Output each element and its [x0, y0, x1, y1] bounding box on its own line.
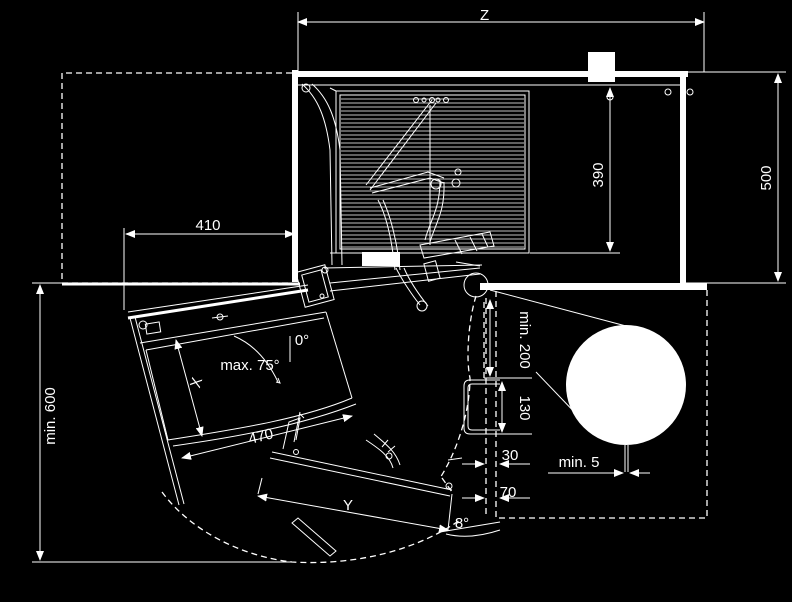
- door-handle: [463, 379, 500, 435]
- swing-arc: [161, 295, 477, 564]
- label-zero-degrees: 0°: [295, 332, 309, 349]
- label-390: 390: [590, 162, 607, 187]
- dimension-labels: Z 500 390 410 min. 600 min. 200 130 30 7…: [42, 7, 775, 532]
- label-min600: min. 600: [42, 387, 59, 445]
- pullout-linkage-mechanism: [365, 93, 614, 312]
- label-470: 470: [247, 425, 275, 448]
- label-z: Z: [480, 7, 489, 24]
- label-min5: min. 5: [559, 454, 600, 471]
- label-410: 410: [195, 217, 220, 234]
- left-adjacent-cabinet-outline: [61, 72, 292, 284]
- corner-cabinet-panels: [62, 70, 707, 290]
- base-mounting-bar: [362, 252, 400, 266]
- right-adjacent-cabinet-outline: [483, 290, 708, 519]
- clearance-circle: [489, 289, 686, 472]
- swung-out-tray: [269, 411, 453, 557]
- label-30: 30: [502, 447, 519, 464]
- hinge-block: [295, 261, 489, 308]
- top-fitting-square: [588, 52, 615, 82]
- label-eight-degrees: 8°: [455, 515, 469, 532]
- label-y: Y: [343, 497, 353, 514]
- open-door-panel: [127, 284, 357, 506]
- dimension-lines: [32, 12, 786, 563]
- hinge-rail-arm: [301, 83, 343, 266]
- label-500: 500: [758, 165, 775, 190]
- label-min200: min. 200: [516, 311, 533, 369]
- label-70: 70: [500, 484, 517, 501]
- label-130: 130: [516, 395, 533, 420]
- label-x: X: [187, 376, 206, 390]
- label-max75: max. 75°: [220, 357, 279, 374]
